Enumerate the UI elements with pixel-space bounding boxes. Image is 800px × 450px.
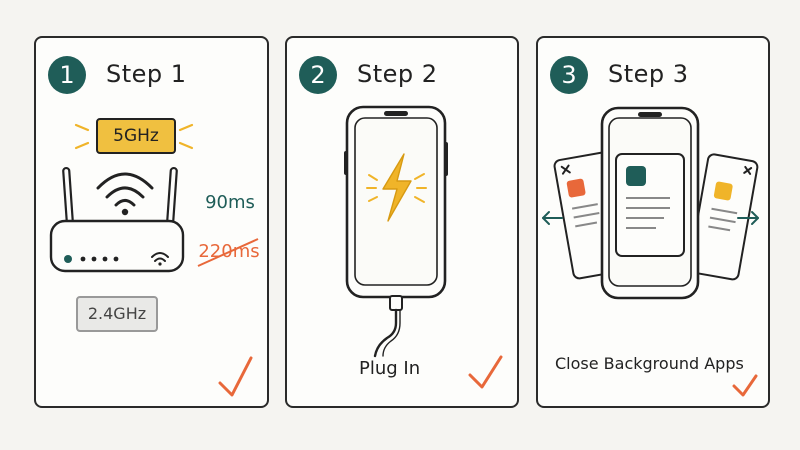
- step-3-number-badge: 3: [550, 56, 588, 94]
- checkmark-icon: [218, 356, 253, 397]
- latency-bad-strike-icon: [197, 238, 259, 267]
- swipe-left-arrow-icon: [542, 211, 563, 225]
- close-apps-illustration: [542, 106, 759, 397]
- background-app-card-right-icon: [688, 153, 759, 281]
- swipe-right-arrow-icon: [737, 211, 759, 225]
- band-5ghz-label: 5GHz: [96, 118, 176, 154]
- step-3-panel: 3 Step 3: [536, 36, 770, 408]
- step-2-panel: 2 Step 2 Plug In: [285, 36, 519, 408]
- router-illustration: [49, 123, 259, 397]
- charging-phone-illustration: [344, 105, 503, 389]
- charging-plug-icon: [389, 295, 403, 311]
- step-2-title: Step 2: [357, 60, 438, 88]
- charging-cable-icon: [373, 308, 398, 358]
- charging-bolt-icon: [382, 153, 412, 222]
- checkmark-icon: [732, 374, 758, 397]
- step-1-title: Step 1: [106, 60, 187, 88]
- router-status-light-icon: [64, 255, 72, 263]
- band-2-4ghz-label: 2.4GHz: [76, 296, 158, 332]
- highlight-glow-icon: [74, 123, 194, 150]
- step-1-panel: 1 Step 1: [34, 36, 269, 408]
- router-body-icon: [49, 219, 185, 273]
- checkmark-icon: [468, 355, 503, 389]
- wifi-dot-icon: [121, 208, 129, 216]
- step-3-title: Step 3: [608, 60, 689, 88]
- router-antenna-right-icon: [166, 166, 178, 225]
- router-dots-icon: [80, 256, 119, 262]
- phone-notch-icon: [638, 112, 662, 117]
- charging-glow-icon: [366, 173, 427, 203]
- latency-220ms-label: 220ms: [198, 241, 260, 262]
- router-antenna-left-icon: [62, 166, 74, 225]
- step-2-number-badge: 2: [299, 56, 337, 94]
- phone-notch-icon: [384, 111, 408, 116]
- latency-90ms-label: 90ms: [205, 192, 255, 213]
- step-3-caption: Close Background Apps: [555, 354, 744, 373]
- wifi-icon: [96, 172, 154, 207]
- router-wifi-small-icon: [151, 252, 169, 262]
- step-2-caption: Plug In: [359, 358, 421, 379]
- step-1-number-badge: 1: [48, 56, 86, 94]
